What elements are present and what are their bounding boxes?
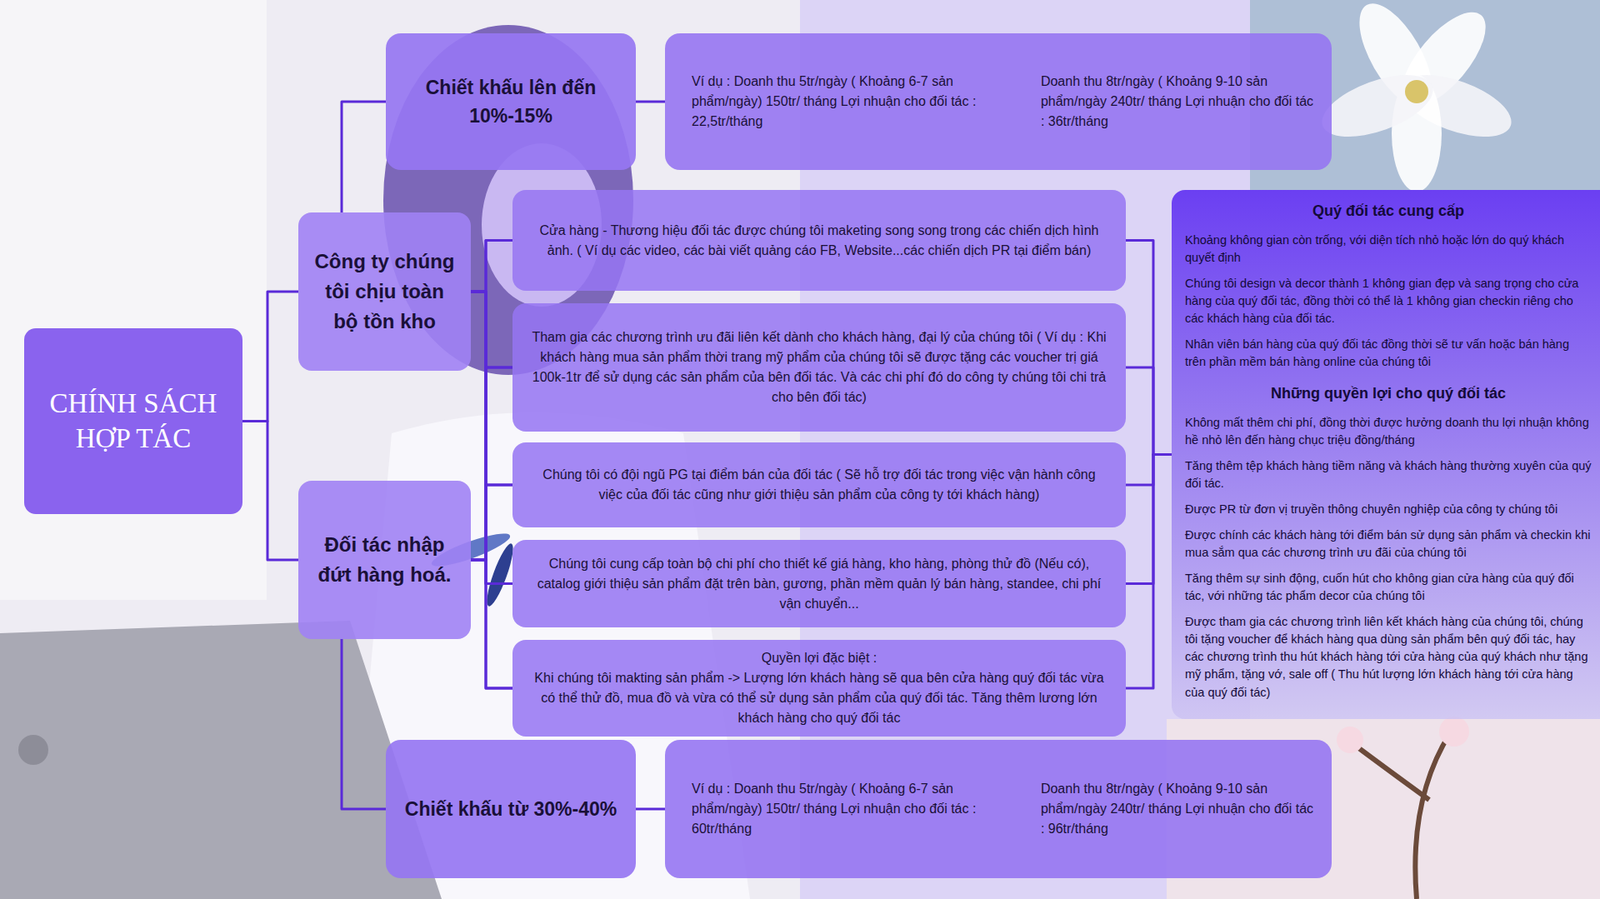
node-text: Chúng tôi có đội ngũ PG tại điểm bán của…	[529, 465, 1110, 505]
panel-item: Được tham gia các chương trình liên kết …	[1185, 613, 1592, 701]
node-text: Quyền lợi đặc biệt :	[761, 648, 878, 669]
node-text: Đối tác nhập đứt hàng hoá.	[314, 530, 456, 590]
panel-heading: Những quyền lợi cho quý đối tác	[1185, 382, 1592, 405]
laptop-logo	[18, 735, 49, 765]
benefit-box: Cửa hàng - Thương hiệu đối tác được chún…	[512, 190, 1126, 291]
discount-box: Chiết khấu từ 30%-40%	[385, 740, 636, 879]
connector-line	[635, 808, 665, 811]
panel-item: Được PR từ đơn vị truyền thông chuyên ng…	[1185, 500, 1592, 519]
node-text: Doanh thu 8tr/ngày ( Khoảng 9-10 sản phẩ…	[1040, 779, 1315, 840]
connector-line	[1125, 240, 1172, 455]
panel-item: Tăng thêm tệp khách hàng tiềm năng và kh…	[1185, 457, 1592, 493]
connector-line	[1125, 455, 1172, 486]
node-text: Khi chúng tôi makting sản phẩm -> Lượng …	[529, 668, 1110, 729]
benefit-box: Tham gia các chương trình ưu đãi liên kế…	[512, 303, 1126, 432]
policy-box: Đối tác nhập đứt hàng hoá.	[298, 480, 471, 640]
node-text: CHÍNH SÁCH HỢP TÁC	[37, 386, 230, 456]
connector-line	[470, 560, 513, 689]
policy-box: Công ty chúng tôi chịu toàn bộ tồn kho	[298, 212, 471, 371]
connector-line	[242, 421, 299, 561]
panel-item: Được chính các khách hàng tới điểm bán s…	[1185, 526, 1592, 562]
connector-line	[1125, 455, 1172, 585]
node-text: Doanh thu 8tr/ngày ( Khoảng 9-10 sản phẩ…	[1040, 71, 1315, 132]
connector-line	[470, 291, 513, 689]
node-text: Ví dụ : Doanh thu 5tr/ngày ( Khoảng 6-7 …	[691, 779, 1025, 840]
connector-line	[470, 560, 513, 585]
connector-line	[470, 291, 513, 485]
panel-item: Nhân viên bán hàng của quý đối tác đồng …	[1185, 335, 1592, 371]
panel-item: Khoảng không gian còn trống, với diện tí…	[1185, 231, 1592, 267]
node-text: Chiết khấu lên đến 10%-15%	[402, 73, 620, 131]
connector-line	[635, 100, 665, 104]
discount-box: Chiết khấu lên đến 10%-15%	[385, 33, 636, 170]
laptop-shape	[0, 620, 442, 899]
window-light	[0, 0, 267, 600]
benefit-box: Chúng tôi cung cấp toàn bộ chi phí cho t…	[512, 540, 1126, 628]
example-box: Ví dụ : Doanh thu 5tr/ngày ( Khoảng 6-7 …	[665, 740, 1332, 879]
connector-line	[341, 639, 386, 810]
connector-line	[470, 291, 513, 368]
benefit-box: Quyền lợi đặc biệt :Khi chúng tôi maktin…	[512, 640, 1126, 737]
connector-line	[1125, 455, 1172, 690]
connector-line	[242, 291, 299, 422]
panel-heading: Quý đối tác cung cấp	[1185, 200, 1592, 222]
connector-line	[470, 240, 513, 293]
panel-item: Chúng tôi design và decor thành 1 không …	[1185, 275, 1592, 328]
info-panel: Quý đối tác cung cấpKhoảng không gian cò…	[1171, 190, 1600, 720]
connector-line	[470, 291, 513, 585]
connector-line	[1125, 367, 1172, 455]
node-text: Ví dụ : Doanh thu 5tr/ngày ( Khoảng 6-7 …	[691, 71, 1025, 132]
connector-line	[470, 485, 513, 560]
connector-line	[470, 367, 513, 560]
benefit-box: Chúng tôi có đội ngũ PG tại điểm bán của…	[512, 442, 1126, 528]
panel-item: Tăng thêm sự sinh động, cuốn hút cho khô…	[1185, 570, 1592, 605]
node-text: Công ty chúng tôi chịu toàn bộ tồn kho	[314, 246, 456, 337]
example-box: Ví dụ : Doanh thu 5tr/ngày ( Khoảng 6-7 …	[665, 33, 1332, 170]
root-box: CHÍNH SÁCH HỢP TÁC	[24, 328, 243, 515]
connector-line	[341, 101, 386, 213]
node-text: Cửa hàng - Thương hiệu đối tác được chún…	[529, 220, 1110, 261]
panel-item: Không mất thêm chi phí, đồng thời được h…	[1185, 414, 1592, 450]
node-text: Chiết khấu từ 30%-40%	[405, 795, 617, 825]
node-text: Tham gia các chương trình ưu đãi liên kế…	[529, 327, 1110, 408]
node-text: Chúng tôi cung cấp toàn bộ chi phí cho t…	[529, 554, 1110, 615]
connector-line	[470, 240, 513, 561]
